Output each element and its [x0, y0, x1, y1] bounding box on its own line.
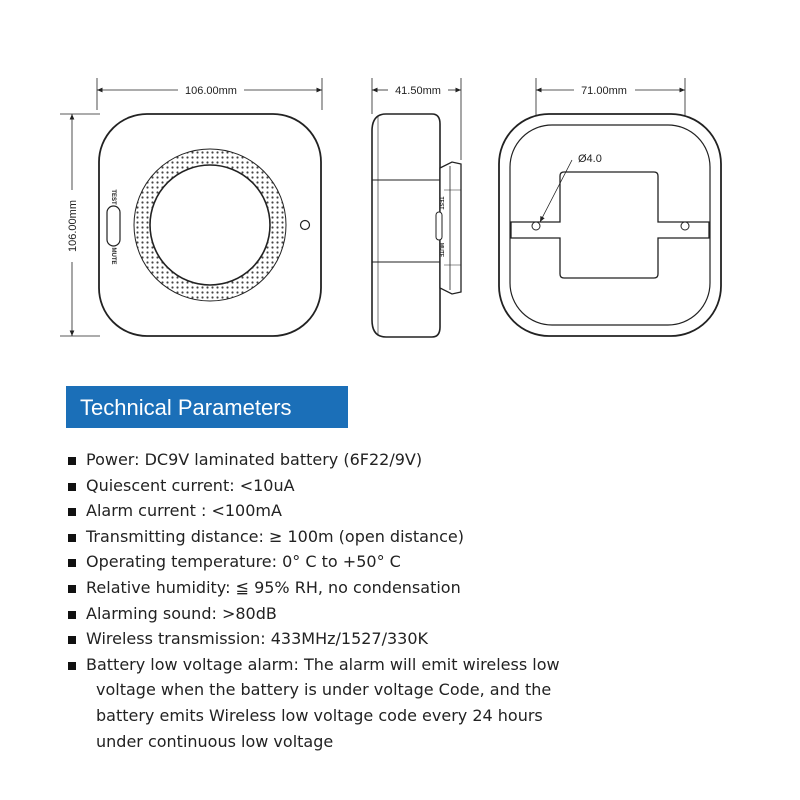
bullet-square [68, 636, 76, 645]
mounting-bracket [439, 161, 462, 295]
parameter-item: Relative humidity: ≦ 95% RH, no condensa… [66, 575, 766, 601]
parameter-text: Wireless transmission: 433MHz/1527/330K [86, 629, 429, 649]
parameter-item: Quiescent current: <10uA [66, 473, 766, 499]
parameter-text: Battery low voltage alarm: The alarm wil… [86, 654, 560, 674]
parameter-text: Alarm current : <100mA [86, 501, 282, 521]
parameter-item: Operating temperature: 0° C to +50° C [66, 549, 766, 575]
parameter-text-continuation: voltage when the battery is under voltag… [96, 680, 552, 700]
front-width-dimension: 106.00mm [96, 78, 323, 110]
bullet-square [68, 457, 76, 465]
front-width-label: 106.00mm [185, 85, 237, 97]
side-housing-outline [371, 113, 441, 338]
bullet-square [68, 508, 76, 517]
parameter-item: Alarm current : <100mA [66, 498, 766, 524]
parameter-text: Relative humidity: ≦ 95% RH, no condensa… [86, 577, 461, 597]
parameter-item: Power: DC9V laminated battery (6F22/9V) [66, 447, 766, 473]
parameter-text-continuation: under continuous low voltage [96, 731, 334, 751]
parameter-text: Transmitting distance: ≥ 100m (open dist… [86, 526, 464, 546]
side-depth-label: 41.50mm [395, 85, 441, 97]
side-mute-label: MUTE [438, 243, 444, 258]
test-mute-button [106, 205, 121, 247]
side-view: 41.50mm TEST MUTE [371, 78, 462, 338]
front-view: 106.00mm 106.00mm TEST MUTE [60, 78, 323, 337]
parameter-item-battery-alarm: Battery low voltage alarm: The alarm wil… [66, 652, 766, 754]
front-height-label: 106.00mm [67, 200, 79, 252]
bullet-square [68, 610, 76, 619]
parameter-text-continuation: battery emits Wireless low voltage code … [96, 705, 543, 725]
screw-hole-right [680, 221, 690, 231]
parameter-item: Alarming sound: >80dB [66, 601, 766, 627]
bullet-square [68, 584, 76, 593]
mounting-plate [510, 171, 710, 279]
parameter-text: Power: DC9V laminated battery (6F22/9V) [86, 450, 423, 469]
front-height-dimension: 106.00mm [60, 113, 100, 337]
section-title: Technical Parameters [80, 395, 292, 420]
bullet-square [68, 661, 76, 670]
side-test-label: TEST [438, 197, 444, 210]
parameter-text: Quiescent current: <10uA [86, 475, 295, 495]
bullet-square [68, 533, 76, 542]
hole-spacing-label: 71.00mm [581, 85, 627, 97]
parameter-list: Power: DC9V laminated battery (6F22/9V) Q… [66, 447, 766, 754]
side-depth-dimension: 41.50mm [371, 78, 462, 160]
technical-drawing: 106.00mm 106.00mm TEST MUTE 41.50mm [60, 78, 722, 338]
parameter-item: Wireless transmission: 433MHz/1527/330K [66, 626, 766, 652]
indicator-led [299, 219, 311, 231]
side-button [435, 211, 443, 241]
back-view: 71.00mm Ø4.0 [498, 78, 722, 337]
center-cap [149, 164, 271, 286]
front-mute-label: MUTE [110, 248, 116, 265]
front-test-label: TEST [110, 189, 116, 205]
bullet-square [68, 559, 76, 568]
parameter-item: Transmitting distance: ≥ 100m (open dist… [66, 524, 766, 550]
hole-diameter-label: Ø4.0 [578, 153, 602, 165]
parameter-text: Operating temperature: 0° C to +50° C [86, 552, 401, 572]
screw-hole-left [531, 221, 541, 231]
parameter-text: Alarming sound: >80dB [86, 603, 277, 623]
bullet-square [68, 482, 76, 491]
section-header: Technical Parameters [66, 386, 348, 428]
hole-leader-line [539, 159, 573, 223]
